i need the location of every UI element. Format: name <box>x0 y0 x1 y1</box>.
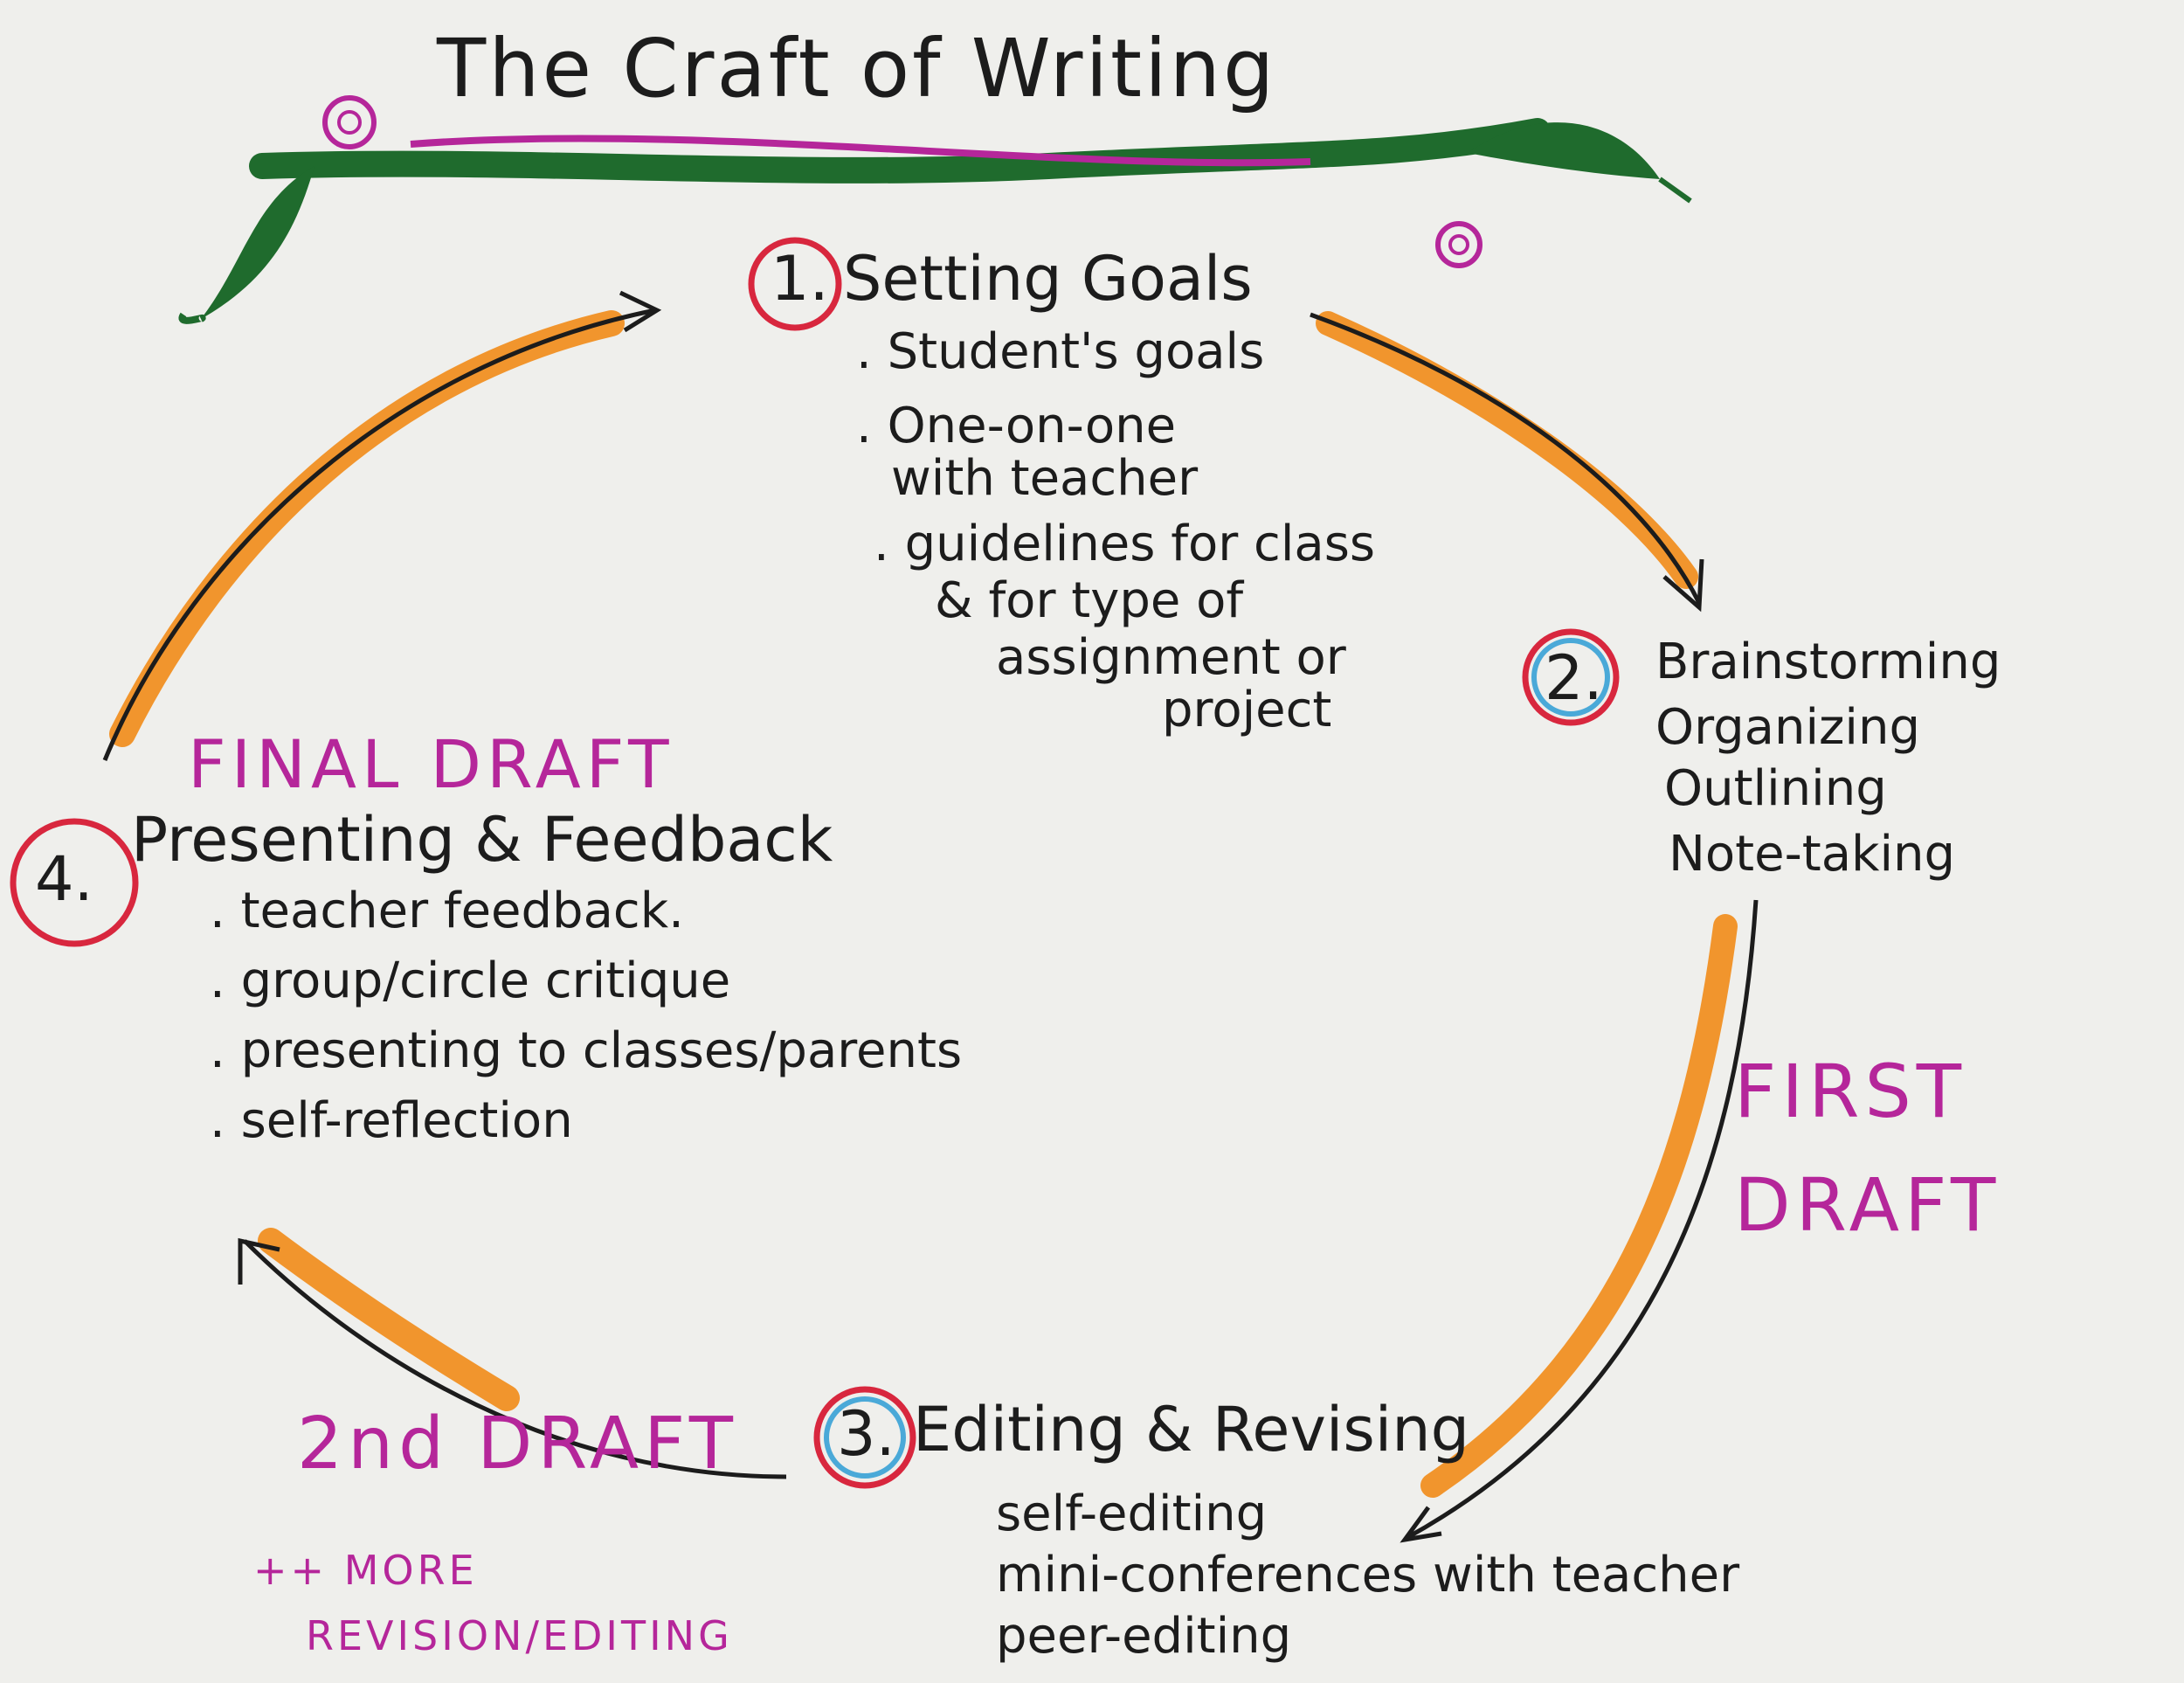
more-revision-label: ++ MORE <box>253 1547 478 1594</box>
arrow-1-to-2 <box>1310 311 1704 613</box>
arrow-2-to-3 <box>1400 899 1759 1543</box>
step-3-item: peer-editing <box>996 1608 1292 1665</box>
step-1-item: & for type of <box>935 572 1244 629</box>
step-3-number: 3. <box>837 1398 895 1470</box>
step-3-item: self-editing <box>996 1486 1268 1542</box>
more-revision-label: REVISION/EDITING <box>306 1612 733 1659</box>
poster-title: The Craft of Writing <box>437 22 1277 115</box>
arrow-4-to-1 <box>102 290 662 761</box>
step-1-item: assignment or <box>996 629 1346 686</box>
step-2-number: 2. <box>1545 642 1603 714</box>
first-draft-label: FIRST <box>1734 1049 1967 1134</box>
vine-decoration <box>178 95 1692 324</box>
step-2-line: Organizing <box>1655 699 1921 756</box>
flower-right <box>1435 221 1482 268</box>
step-3-circle <box>813 1386 916 1489</box>
step-1-number: 1. <box>771 243 829 315</box>
first-draft-label: DRAFT <box>1734 1162 2001 1248</box>
step-3-title: Editing & Revising <box>913 1394 1470 1465</box>
step-1-item: . guidelines for class <box>874 516 1376 572</box>
step-3-item: mini-conferences with teacher <box>996 1547 1740 1603</box>
final-draft-label: FINAL DRAFT <box>188 725 674 803</box>
step-4-title: Presenting & Feedback <box>131 804 833 876</box>
step-2-circle <box>1522 628 1620 726</box>
step-1-title: Setting Goals <box>843 243 1253 315</box>
step-1-item: . One-on-one <box>856 398 1177 454</box>
step-4-item: . presenting to classes/parents <box>210 1022 963 1079</box>
leaf-left <box>201 166 314 319</box>
second-draft-label: 2nd DRAFT <box>297 1402 738 1486</box>
leaf-right <box>1468 122 1660 179</box>
flower-left <box>322 95 377 149</box>
step-2-line: Brainstorming <box>1655 634 2001 690</box>
step-4-item: . group/circle critique <box>210 952 731 1009</box>
step-4-item: . teacher feedback. <box>210 883 684 939</box>
arrow-3-to-4 <box>238 1228 787 1479</box>
step-1-item: . Student's goals <box>856 323 1265 380</box>
step-1-item: with teacher <box>891 450 1199 507</box>
step-2-line: Note-taking <box>1669 826 1956 883</box>
step-4-circle <box>10 818 139 947</box>
step-4-number: 4. <box>35 843 93 915</box>
step-2-line: Outlining <box>1664 760 1887 817</box>
step-1-item: project <box>1162 682 1332 738</box>
step-1-circle <box>748 237 842 331</box>
step-4-item: . self-reflection <box>210 1092 573 1149</box>
